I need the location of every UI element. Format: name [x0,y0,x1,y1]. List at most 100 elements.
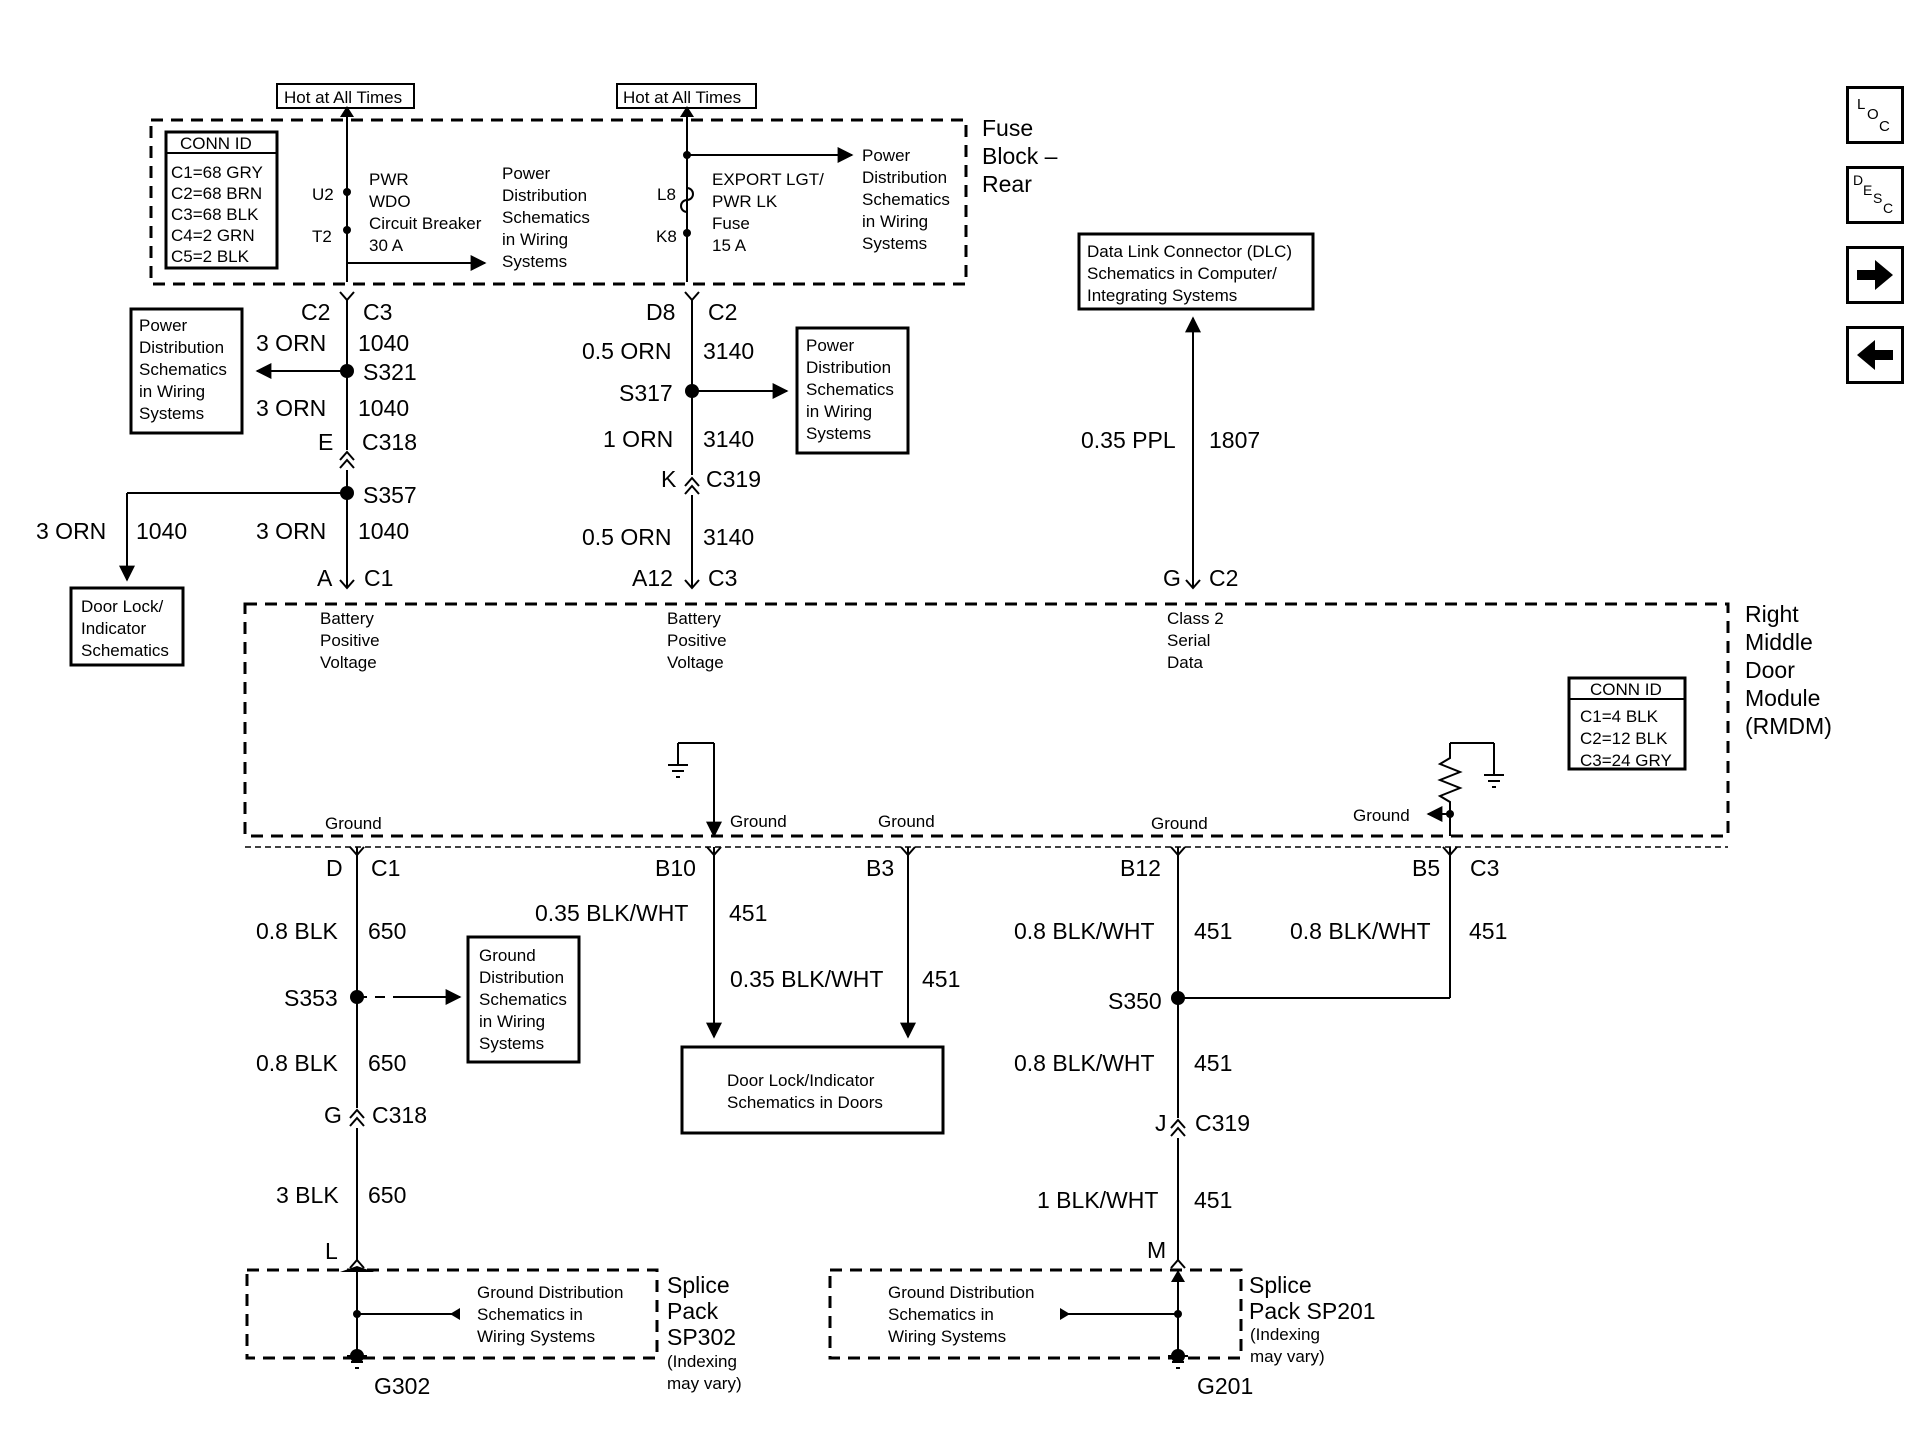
conn-c2: C2 [708,299,737,325]
dlc-text: Integrating Systems [1087,286,1237,305]
conn-c319: C319 [706,466,761,492]
loc-letter-l: L [1857,96,1865,113]
pd-left-text: Systems [139,404,204,423]
conn-c2: C2 [301,299,330,325]
conn-id-top-c3: C3=68 BLK [171,205,259,224]
module-class2: Class 2 [1167,609,1224,628]
conn-c1: C1 [364,565,393,591]
pd-mid-text: Systems [806,424,871,443]
loc-letter-c: C [1879,118,1890,135]
circuit-number: 3140 [703,524,754,550]
sp302-gd-text: Wiring Systems [477,1327,595,1346]
wire-label: 1 ORN [603,426,673,452]
desc-button[interactable]: D E S C [1846,166,1904,224]
pd-top1-text: Power [502,164,551,183]
conn-c319: C319 [1195,1110,1250,1136]
pin-u2: U2 [312,185,334,204]
wire-label: 0.35 BLK/WHT [535,900,688,926]
doorlock-left-text: Indicator [81,619,147,638]
circuit-number: 451 [1194,1187,1232,1213]
pd-left-text: Schematics [139,360,227,379]
pd-left-box [129,307,244,435]
pd-top2-text: in Wiring [862,212,928,231]
arrow-left-icon [1857,340,1893,370]
circuit-number: 451 [922,966,960,992]
sp302-gd-text: Ground Distribution [477,1283,623,1302]
pd-top2-text: Distribution [862,168,947,187]
circuit-number: 650 [368,1050,406,1076]
desc-letter-e: E [1863,182,1872,198]
circuit-number: 1040 [358,330,409,356]
module-ground-label: Ground [730,812,787,831]
gd-left-text: Systems [479,1034,544,1053]
module-name: Door [1745,657,1795,683]
conn-id-module-c1: C1=4 BLK [1580,707,1659,726]
ground-g302: G302 [374,1373,430,1399]
sp302-note: may vary) [667,1374,742,1393]
module-bpv2: Positive [667,631,727,650]
wire-label: 3 ORN [256,330,326,356]
pd-mid-text: Power [806,336,855,355]
pd-top1-text: Systems [502,252,567,271]
module-name: Middle [1745,629,1813,655]
sp302-title: SP302 [667,1324,736,1350]
conn-c3: C3 [363,299,392,325]
gd-left-text: Distribution [479,968,564,987]
desc-letter-c: C [1883,200,1893,216]
sp201-note: (Indexing [1250,1325,1320,1344]
sp201-title: Splice [1249,1272,1312,1298]
pin-b5: B5 [1412,855,1440,881]
gd-left-box [466,935,581,1064]
conn-c2: C2 [1209,565,1238,591]
pin-b10: B10 [655,855,696,881]
module-bpv2: Battery [667,609,721,628]
wire-label: 0.8 BLK/WHT [1290,918,1431,944]
doorlock-left-text: Schematics [81,641,169,660]
desc-letter-d: D [1853,172,1863,188]
pin-g: G [1163,565,1181,591]
breaker-label: PWR [369,170,409,189]
pin-b3: B3 [866,855,894,881]
conn-id-module-c2: C2=12 BLK [1580,729,1668,748]
circuit-number: 451 [729,900,767,926]
hot-label-a: Hot at All Times [284,88,402,107]
conn-c318: C318 [372,1102,427,1128]
module-bpv1: Positive [320,631,380,650]
breaker-label: 30 A [369,236,404,255]
module-border [243,602,1730,838]
wire-label: 0.35 PPL [1081,427,1176,453]
pd-top2-text: Schematics [862,190,950,209]
conn-c1: C1 [371,855,400,881]
module-class2: Serial [1167,631,1210,650]
gd-left-text: Schematics [479,990,567,1009]
doorlock-left-box [69,586,185,667]
dlc-text: Schematics in Computer/ [1087,264,1277,283]
pin-e: E [318,429,333,455]
gd-left-text: Ground [479,946,536,965]
module-class2: Data [1167,653,1203,672]
pin-g: G [324,1102,342,1128]
pin-a: A [317,565,333,591]
module-ground-label: Ground [1151,814,1208,833]
pd-mid-text: Distribution [806,358,891,377]
doorlock-mid-text: Door Lock/Indicator [727,1071,875,1090]
pin-l8: L8 [657,185,676,204]
pin-d8: D8 [646,299,675,325]
circuit-number: 3140 [703,338,754,364]
loc-letter-o: O [1867,106,1879,123]
next-page-button[interactable] [1846,246,1904,304]
conn-id-module-c3: C3=24 GRY [1580,751,1672,770]
prev-page-button[interactable] [1846,326,1904,384]
arrow-right-icon [1857,260,1893,290]
wire-label: 3 ORN [36,518,106,544]
loc-button[interactable]: L O C [1846,86,1904,144]
fuse-label: 15 A [712,236,747,255]
module-name: (RMDM) [1745,713,1832,739]
circuit-number: 650 [368,1182,406,1208]
pd-left-text: Distribution [139,338,224,357]
fuse-block-title: Block – [982,143,1058,169]
module-ground-label: Ground [878,812,935,831]
fuse-label: EXPORT LGT/ [712,170,824,189]
breaker-label: Circuit Breaker [369,214,482,233]
